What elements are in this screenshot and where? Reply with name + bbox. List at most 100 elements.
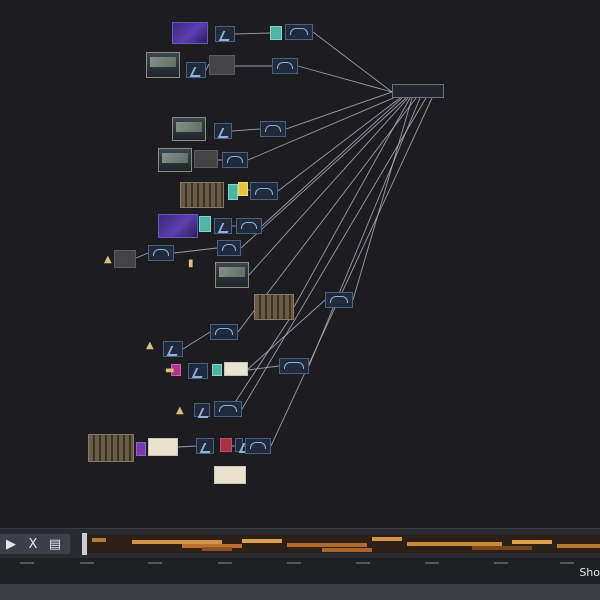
wire xyxy=(182,331,211,350)
timeline-clip[interactable] xyxy=(322,548,372,552)
node-op-arrow[interactable] xyxy=(235,438,243,452)
play-icon[interactable]: ▶ xyxy=(6,536,16,552)
node-thumb-gray[interactable] xyxy=(209,55,235,75)
wires-layer xyxy=(135,31,433,451)
node-teal[interactable] xyxy=(270,26,282,40)
node-op[interactable] xyxy=(250,182,278,200)
film-icon[interactable]: ▤ xyxy=(48,536,62,552)
ruler-tick xyxy=(20,562,34,564)
node-redsm[interactable] xyxy=(220,438,232,452)
wire xyxy=(135,252,149,259)
wire xyxy=(234,32,271,35)
network-node-icon: ▲ xyxy=(146,340,154,351)
node-op-arrow[interactable] xyxy=(163,341,183,357)
node-op-arrow[interactable] xyxy=(186,62,206,78)
node-op[interactable] xyxy=(236,218,262,234)
timeline-clip[interactable] xyxy=(132,540,222,544)
ruler-tick xyxy=(560,562,574,564)
ruler-tick xyxy=(287,562,301,564)
node-op[interactable] xyxy=(214,401,242,417)
node-op-arrow[interactable] xyxy=(214,218,232,234)
ruler-tick xyxy=(218,562,232,564)
node-teal[interactable] xyxy=(228,184,238,200)
wire xyxy=(247,365,280,371)
node-thumb-screen[interactable] xyxy=(158,148,192,172)
node-out[interactable] xyxy=(392,84,444,98)
timeline-clip[interactable] xyxy=(472,546,532,550)
timeline-clip[interactable] xyxy=(202,547,232,551)
wire xyxy=(297,65,393,93)
node-op[interactable] xyxy=(210,324,238,340)
node-thumb-grid[interactable] xyxy=(254,294,294,320)
wire xyxy=(247,95,399,161)
node-op[interactable] xyxy=(222,152,248,168)
time-ruler[interactable]: Sho xyxy=(0,558,600,584)
node-yellow[interactable] xyxy=(238,182,248,196)
node-thumb-cream[interactable] xyxy=(148,438,178,456)
playhead-handle[interactable] xyxy=(82,533,87,555)
node-op[interactable] xyxy=(148,245,174,261)
node-op[interactable] xyxy=(260,121,286,137)
timeline-track[interactable] xyxy=(82,535,600,553)
ruler-tick xyxy=(494,562,508,564)
node-op-arrow[interactable] xyxy=(215,26,235,42)
node-op[interactable] xyxy=(325,292,353,308)
timeline-clip[interactable] xyxy=(557,544,600,548)
timeline-clip[interactable] xyxy=(287,543,367,547)
node-op-arrow[interactable] xyxy=(196,438,214,454)
status-bar xyxy=(0,584,600,600)
node-thumb-screen[interactable] xyxy=(215,262,249,288)
node-op[interactable] xyxy=(272,58,298,74)
node-thumb-cream[interactable] xyxy=(214,466,246,484)
wire xyxy=(285,91,393,130)
wire xyxy=(247,299,326,370)
node-thumb-cream[interactable] xyxy=(224,362,248,376)
node-magenta[interactable] xyxy=(171,364,181,376)
node-op-arrow[interactable] xyxy=(188,363,208,379)
wire xyxy=(293,97,411,308)
timeline-clip[interactable] xyxy=(372,537,402,541)
wire xyxy=(229,311,295,411)
node-thumb-grid[interactable] xyxy=(180,182,224,208)
network-node-icon: ▬ xyxy=(165,365,175,376)
node-op[interactable] xyxy=(279,358,309,374)
wire xyxy=(173,247,218,254)
node-op-arrow[interactable] xyxy=(214,123,232,139)
wire xyxy=(205,63,210,71)
wire xyxy=(261,97,403,227)
node-op-arrow[interactable] xyxy=(194,403,210,417)
timeline-bar: ▶ X ▤ xyxy=(0,528,600,559)
node-op[interactable] xyxy=(217,240,241,256)
ruler-tick xyxy=(425,562,439,564)
wire xyxy=(270,97,433,447)
wire xyxy=(248,97,409,276)
node-thumb-screen[interactable] xyxy=(146,52,180,78)
node-thumb-purple[interactable] xyxy=(172,22,208,44)
node-thumb-gray[interactable] xyxy=(194,150,218,168)
timeline-clip[interactable] xyxy=(407,542,502,546)
wire xyxy=(352,97,413,301)
node-thumb-screen[interactable] xyxy=(172,117,206,141)
wire xyxy=(312,31,393,93)
network-node-icon: ▲ xyxy=(104,254,112,265)
node-teal[interactable] xyxy=(199,216,211,232)
wire xyxy=(308,97,421,367)
node-thumb-grid[interactable] xyxy=(88,434,134,462)
close-icon[interactable]: X xyxy=(28,536,38,552)
node-op[interactable] xyxy=(285,24,313,40)
ruler-tick xyxy=(80,562,94,564)
node-network-canvas[interactable]: ▲▮▲▲▬ xyxy=(0,0,600,528)
timeline-clip[interactable] xyxy=(512,540,552,544)
wire xyxy=(240,97,407,249)
node-thumb-gray[interactable] xyxy=(114,250,136,268)
show-label[interactable]: Sho xyxy=(579,566,600,579)
node-thumb-purple[interactable] xyxy=(158,214,198,238)
ruler-tick xyxy=(148,562,162,564)
node-teal[interactable] xyxy=(212,364,222,376)
timeline-clip[interactable] xyxy=(92,538,106,542)
timeline-clip[interactable] xyxy=(182,544,242,548)
timeline-clip[interactable] xyxy=(242,539,282,543)
ruler-tick xyxy=(356,562,370,564)
node-op[interactable] xyxy=(245,438,271,454)
node-purplesm[interactable] xyxy=(136,442,146,456)
